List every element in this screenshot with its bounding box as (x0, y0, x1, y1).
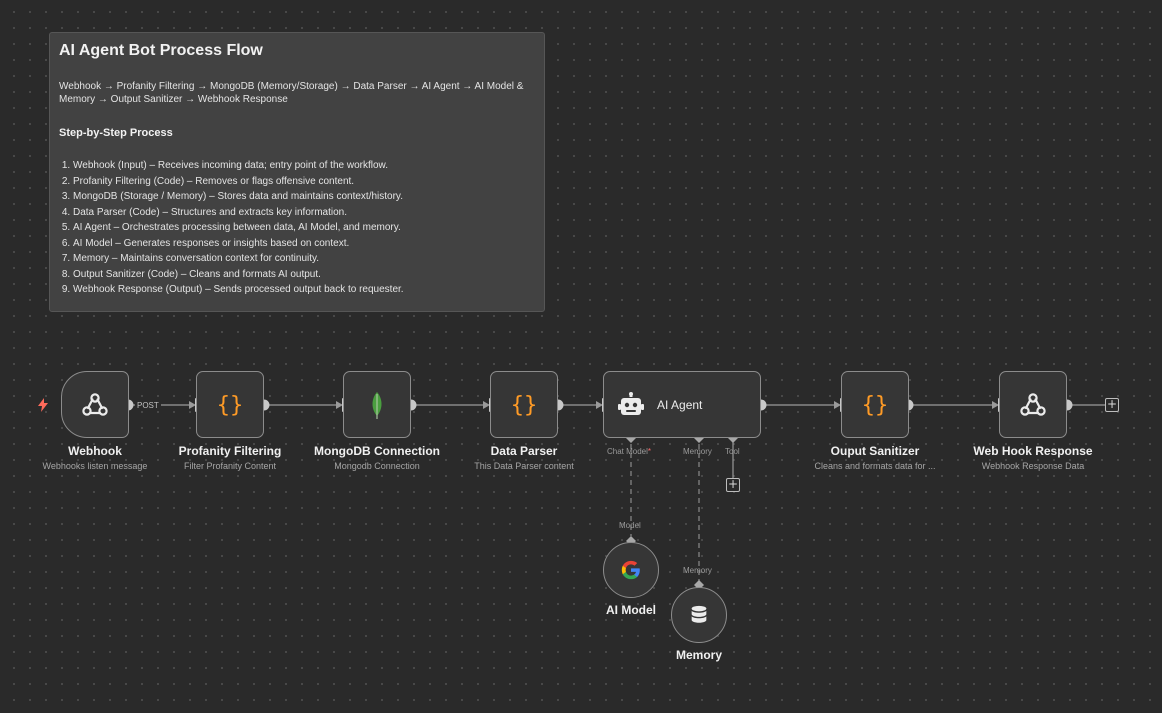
webhook-node[interactable] (61, 371, 129, 438)
sticky-note-flow-line: Webhook → Profanity Filtering → MongoDB … (59, 81, 524, 105)
sticky-note-steps-list: Webhook (Input) – Receives incoming data… (59, 158, 535, 298)
profanity-filtering-subtitle: Filter Profanity Content (183, 461, 277, 471)
step-item: Data Parser (Code) – Structures and extr… (73, 205, 535, 221)
ai-agent-node[interactable]: AI Agent (603, 371, 761, 438)
memory-port-label: Memory (683, 447, 712, 456)
code-braces-icon: {} (217, 393, 244, 418)
trigger-bolt-icon (38, 398, 48, 412)
webhook-icon (1020, 392, 1046, 416)
ai-model-port-label: Model (619, 521, 641, 530)
arrowhead (834, 401, 841, 409)
output-sanitizer-subtitle: Cleans and formats data for ... (814, 461, 936, 471)
mongodb-leaf-icon (372, 391, 382, 419)
mongodb-connection-node[interactable] (343, 371, 411, 438)
ai-agent-title: AI Agent (657, 398, 703, 412)
arrowhead (483, 401, 490, 409)
ai-model-node[interactable] (603, 542, 659, 598)
step-item: MongoDB (Storage / Memory) – Stores data… (73, 189, 535, 205)
step-item: Memory – Maintains conversation context … (73, 251, 535, 267)
ai-model-title: AI Model (606, 603, 656, 617)
output-sanitizer-node[interactable]: {} (841, 371, 909, 438)
chat-model-port-text: Chat Model (607, 447, 648, 456)
webhook-node-title: Webhook (68, 444, 122, 458)
svg-text:{}: {} (511, 393, 538, 418)
webhook-node-subtitle: Webhooks listen message (42, 461, 148, 471)
arrowhead (336, 401, 343, 409)
mongodb-connection-title: MongoDB Connection (314, 444, 440, 458)
step-item: Webhook (Input) – Receives incoming data… (73, 158, 535, 174)
memory-node-port-label: Memory (683, 566, 712, 575)
webhook-response-title: Web Hook Response (973, 444, 1093, 458)
step-item: Output Sanitizer (Code) – Cleans and for… (73, 267, 535, 283)
edge-label-backdrop (135, 399, 161, 411)
output-sanitizer-title: Ouput Sanitizer (830, 444, 920, 458)
memory-title: Memory (675, 648, 722, 662)
sticky-note-steps-heading: Step-by-Step Process (59, 127, 173, 139)
webhook-icon (82, 392, 108, 416)
data-parser-title: Data Parser (490, 444, 558, 458)
code-braces-icon: {} (862, 393, 889, 418)
profanity-filtering-title: Profanity Filtering (178, 444, 282, 458)
step-item: AI Agent – Orchestrates processing betwe… (73, 220, 535, 236)
mongodb-connection-subtitle: Mongodb Connection (334, 461, 420, 471)
sticky-note-title: AI Agent Bot Process Flow (59, 42, 263, 59)
add-node-button[interactable]: + (1105, 397, 1119, 412)
svg-text:{}: {} (217, 393, 244, 418)
step-item: Webhook Response (Output) – Sends proces… (73, 282, 535, 298)
tool-port-label: Tool (725, 447, 740, 456)
memory-node[interactable] (671, 587, 727, 643)
svg-text:{}: {} (862, 393, 889, 418)
post-edge-label: POST (137, 401, 159, 410)
add-tool-button[interactable]: + (726, 477, 740, 492)
chat-model-port-label: Chat Model* (607, 447, 651, 456)
google-g-icon (621, 560, 640, 580)
database-icon (691, 605, 707, 623)
data-parser-node[interactable]: {} (490, 371, 558, 438)
step-item: AI Model – Generates responses or insigh… (73, 236, 535, 252)
webhook-response-subtitle: Webhook Response Data (981, 461, 1085, 471)
arrowhead (992, 401, 999, 409)
webhook-response-node[interactable] (999, 371, 1067, 438)
sticky-note[interactable]: AI Agent Bot Process Flow Webhook → Prof… (49, 32, 545, 312)
code-braces-icon: {} (511, 393, 538, 418)
step-item: Profanity Filtering (Code) – Removes or … (73, 174, 535, 190)
data-parser-subtitle: This Data Parser content (474, 461, 574, 471)
required-mark: * (647, 447, 652, 456)
arrowhead (189, 401, 196, 409)
arrowhead (596, 401, 603, 409)
robot-icon (618, 392, 644, 415)
profanity-filtering-node[interactable]: {} (196, 371, 264, 438)
